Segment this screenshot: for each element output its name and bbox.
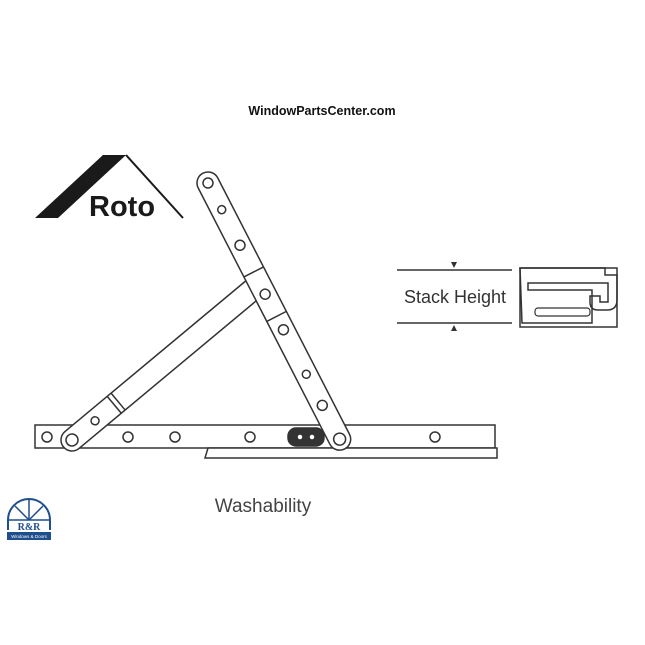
- rr-logo-subtext: Windows & Doors: [11, 534, 48, 539]
- track-base: [203, 447, 498, 459]
- roto-logo: Roto: [35, 154, 184, 223]
- main-arm: [196, 171, 352, 451]
- stack-height-diagram: Stack Height: [397, 262, 618, 331]
- stack-height-label: Stack Height: [404, 287, 506, 307]
- watermark-text: WindowPartsCenter.com: [248, 104, 395, 118]
- roto-logo-text: Roto: [89, 191, 155, 223]
- arrow-up-icon: [451, 325, 457, 331]
- arrow-down-icon: [451, 262, 457, 268]
- track: [34, 424, 498, 459]
- slider-shoe: [287, 427, 325, 447]
- caption: Washability: [215, 496, 312, 517]
- track-profile: [519, 267, 618, 324]
- roto-roof-line: [125, 154, 184, 219]
- roto-roof-icon: [35, 155, 126, 218]
- support-arm: [60, 272, 271, 452]
- rr-logo-text: R&R: [18, 522, 42, 533]
- rr-logo: R&R Windows & Doors: [7, 498, 51, 540]
